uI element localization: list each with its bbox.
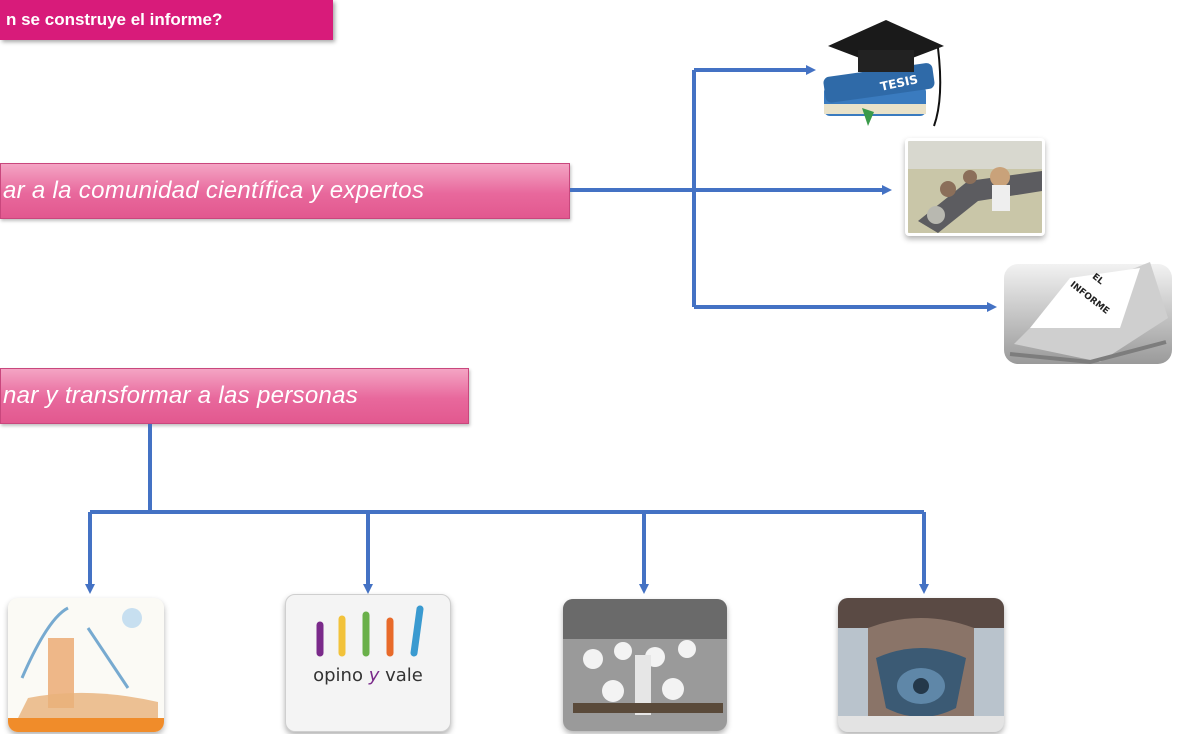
drawing-thumbnail (8, 598, 164, 732)
slide-title-text: n se construye el informe? (6, 10, 223, 29)
mask-photo-icon (838, 598, 1004, 732)
tesis-image: TESIS (818, 8, 948, 136)
opino-thumbnail: opino y vale (285, 594, 451, 732)
slide-title: n se construye el informe? (0, 0, 333, 40)
opino-word2: vale (385, 665, 423, 686)
hands-icon (316, 605, 424, 657)
classroom-photo-icon (563, 599, 727, 731)
graduation-cap-icon (823, 20, 944, 127)
mask-thumbnail (838, 598, 1004, 732)
informe-stack-icon (1004, 262, 1172, 365)
informe-image: EL INFORME (1000, 258, 1176, 368)
opino-word: opino (313, 665, 363, 686)
classroom-thumbnail (563, 599, 727, 731)
branch-box-people: nar y transformar a las personas (0, 368, 469, 424)
article-image (905, 138, 1045, 236)
branch-box-scientific: ar a la comunidad científica y expertos (0, 163, 570, 219)
branch-label-people: nar y transformar a las personas (3, 382, 359, 409)
branch-label-scientific: ar a la comunidad científica y expertos (3, 177, 425, 204)
child-drawing-icon (8, 598, 164, 732)
article-illustration-icon (908, 141, 1042, 233)
opino-label: opino y vale (286, 665, 450, 686)
opino-y: y (368, 665, 380, 686)
